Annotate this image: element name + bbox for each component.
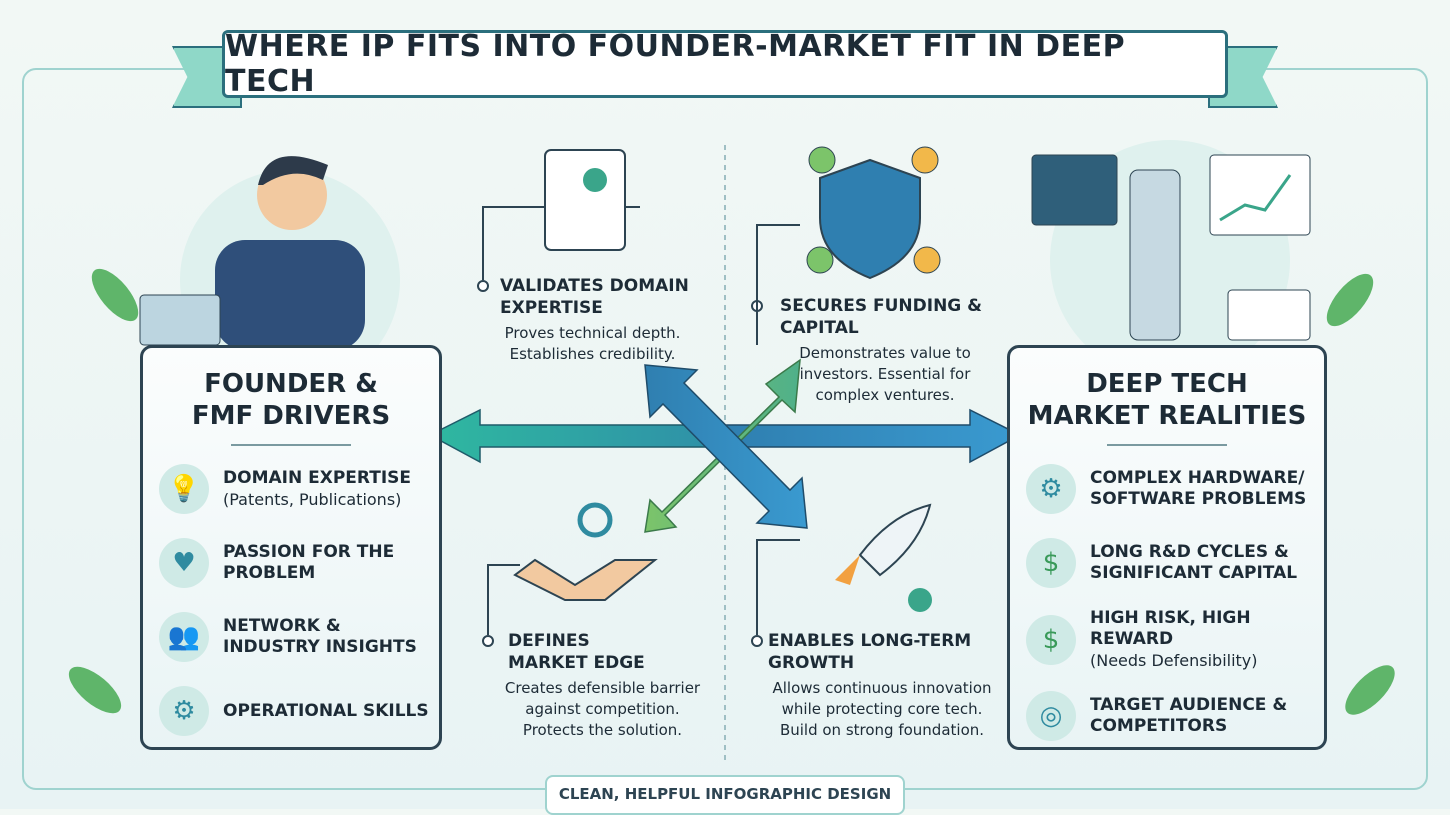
panel-heading: FMF DRIVERS — [191, 401, 391, 431]
arrow-diag-blue — [644, 364, 808, 529]
secures-block: SECURES FUNDING & CAPITAL Demonstrates v… — [780, 296, 983, 404]
bullet-dot — [477, 280, 489, 292]
panel-heading: DEEP TECH — [1086, 369, 1248, 399]
divider — [231, 444, 351, 446]
leaf-decorations — [68, 268, 1395, 715]
lab-illustration — [1031, 140, 1311, 380]
money-bag-icon: $ — [1026, 538, 1076, 588]
handshake-illustration — [513, 502, 658, 601]
heart-icon: ♥ — [159, 538, 209, 588]
panel-heading: MARKET REALITIES — [1027, 401, 1307, 431]
certificate-illustration — [544, 149, 626, 251]
panel-heading: FOUNDER & — [204, 369, 378, 399]
validates-block: VALIDATES DOMAIN EXPERTISE Proves techni… — [500, 276, 689, 363]
list-item: $HIGH RISK, HIGH REWARD(Needs Defensibil… — [1026, 608, 1324, 671]
target-icon: ◎ — [1026, 691, 1076, 741]
gear-icon: ⚙ — [1026, 464, 1076, 514]
list-item: ♥PASSION FOR THE PROBLEM — [159, 534, 439, 592]
list-item: 💡DOMAIN EXPERTISE(Patents, Publications) — [159, 460, 439, 518]
people-icon: 👥 — [159, 612, 209, 662]
hand-coin-icon: $ — [1026, 614, 1076, 665]
lightbulb-icon: 💡 — [159, 464, 209, 514]
title-banner: WHERE IP FITS INTO FOUNDER-MARKET FIT IN… — [222, 29, 1228, 99]
list-item: ⚙OPERATIONAL SKILLS — [159, 682, 439, 740]
arrow-diag-green — [644, 358, 801, 533]
shield-illustration — [806, 146, 941, 280]
rocket-illustration — [835, 503, 932, 612]
bullet-dot — [751, 635, 763, 647]
enables-block: ENABLES LONG-TERM GROWTH Allows continuo… — [768, 631, 992, 739]
list-item: 👥NETWORK & INDUSTRY INSIGHTS — [159, 608, 439, 666]
defines-block: DEFINES MARKET EDGE Creates defensible b… — [504, 631, 701, 739]
divider — [1107, 444, 1227, 446]
list-item: ⚙COMPLEX HARDWARE/ SOFTWARE PROBLEMS — [1026, 460, 1324, 518]
connector-lines — [482, 145, 800, 760]
list-item: $LONG R&D CYCLES & SIGNIFICANT CAPITAL — [1026, 534, 1324, 592]
list-item: ◎TARGET AUDIENCE & COMPETITORS — [1026, 687, 1324, 745]
gear-check-icon: ⚙ — [159, 686, 209, 736]
founder-drivers-panel: FOUNDER &FMF DRIVERS 💡DOMAIN EXPERTISE(P… — [140, 345, 442, 750]
footer-label: CLEAN, HELPFUL INFOGRAPHIC DESIGN — [545, 775, 905, 815]
arrow-right — [724, 408, 1022, 464]
bullet-dot — [482, 635, 494, 647]
founder-illustration — [139, 156, 400, 390]
